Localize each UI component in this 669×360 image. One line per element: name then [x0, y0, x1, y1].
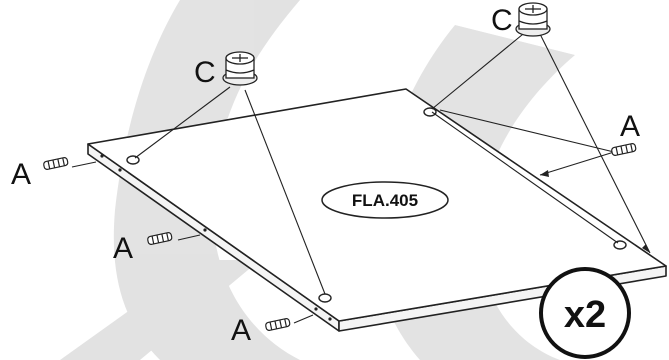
dowel-pin-4-icon: [611, 143, 637, 156]
dowel-pins: [43, 143, 637, 331]
dowel-label-2: A: [113, 232, 133, 265]
cam-label-1: C: [194, 56, 216, 89]
cam-label-2: C: [491, 4, 513, 37]
dowel-pin-3-icon: [265, 318, 291, 331]
part-code-outline: [321, 181, 449, 219]
dowel-label-1: A: [11, 158, 31, 191]
quantity-badge: [539, 267, 631, 359]
cam-fitting-left-icon: [222, 51, 258, 86]
cam-fitting-right-icon: [515, 2, 551, 37]
dowel-label-4: A: [620, 110, 640, 143]
part-code-label: FLA.405: [352, 191, 418, 210]
dowel-label-3: A: [231, 314, 251, 347]
dowel-pin-2-icon: [147, 232, 173, 245]
dowel-pin-1-icon: [43, 157, 69, 170]
quantity-label: x2: [564, 294, 606, 336]
leader-lines: [71, 29, 651, 324]
arrow-heads: [540, 170, 650, 253]
